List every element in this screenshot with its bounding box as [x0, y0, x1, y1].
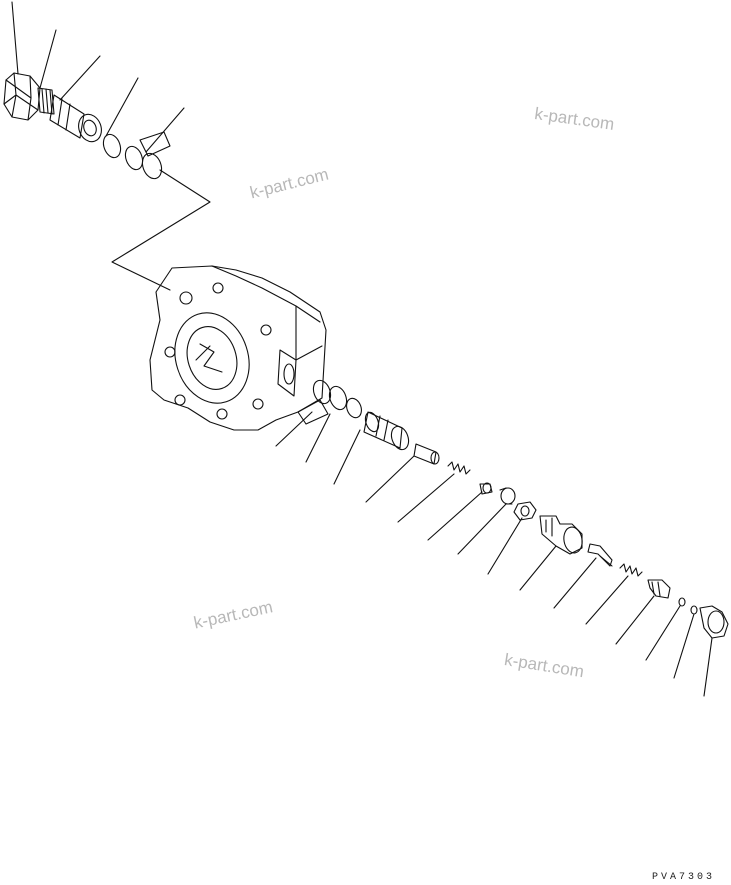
o-ring-2 — [344, 396, 364, 420]
small-nut — [514, 502, 536, 520]
valve-spool — [50, 95, 84, 138]
seat-1 — [480, 484, 492, 494]
leader-lines-lower — [276, 412, 712, 696]
leader-lines-upper — [12, 2, 184, 152]
backup-ring-1 — [122, 144, 145, 172]
drawing-code: PVA7303 — [652, 872, 716, 883]
upper-valve-assembly — [4, 2, 210, 290]
spring-1 — [448, 462, 470, 474]
spring-2 — [620, 564, 642, 576]
sleeve — [364, 412, 402, 448]
end-cap — [700, 606, 728, 638]
o-ring-1 — [100, 132, 123, 160]
hex-nut — [4, 73, 40, 120]
collar — [501, 488, 515, 504]
piston — [414, 444, 436, 464]
lower-parts — [298, 378, 728, 638]
o-ring-4 — [691, 606, 697, 614]
valve-body — [38, 88, 54, 114]
backup-ring-3 — [310, 378, 333, 406]
backup-ring-2 — [139, 151, 165, 182]
housing-flange-bore — [164, 303, 261, 413]
poppet — [588, 544, 612, 566]
assembly-connector — [112, 170, 210, 290]
backup-ring-4 — [326, 384, 349, 412]
adjust-screw — [648, 580, 670, 598]
main-housing — [150, 266, 326, 430]
o-ring-3 — [679, 598, 685, 606]
